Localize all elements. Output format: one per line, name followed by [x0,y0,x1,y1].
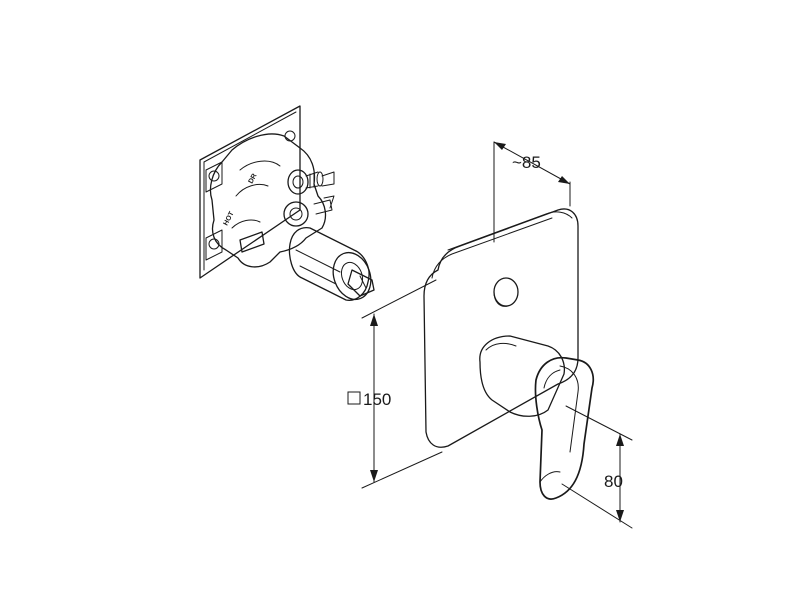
cover-plate [423,208,579,448]
top-outlet-port [287,169,335,209]
valve-port [283,201,309,227]
mounting-hole [284,130,296,142]
dimension-handle-height: 80 [561,405,633,529]
depth-dimension-label: ~85 [512,153,541,172]
handle-base [479,335,566,417]
square-symbol [347,391,361,405]
dimension-plate-size: 150 [347,279,443,489]
valve-housing [209,133,327,268]
cover-plate-back-edge [447,211,573,251]
diverter-button [493,277,519,307]
inlet-marking: HOT [223,210,236,227]
mounting-hole [208,238,220,250]
mixer-cartridge [288,226,375,301]
handle-height-dimension-label: 80 [604,472,623,491]
plate-size-dimension-label: 150 [363,390,391,409]
concealed-valve-body: DR HOT [199,105,375,301]
dimension-depth: ~85 [493,141,571,243]
lever-handle [534,356,595,500]
trim-assembly [423,208,595,500]
mounting-plate [199,105,301,279]
outlet-marking: DR [248,173,259,185]
mounting-hole [208,170,220,182]
